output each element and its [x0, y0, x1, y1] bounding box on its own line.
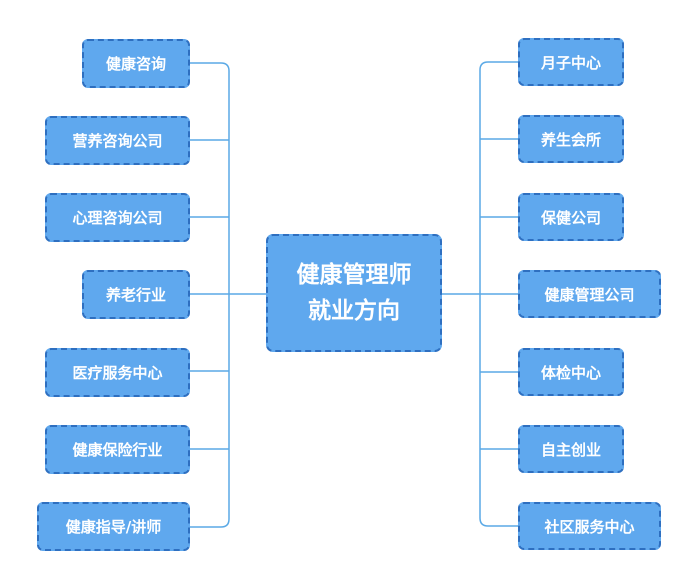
right-node-physical-exam-center: 体检中心 [518, 348, 624, 396]
right-node-health-products-company: 保健公司 [518, 193, 624, 241]
center-node-line1: 健康管理师 [296, 262, 412, 288]
center-node-line2: 就业方向 [308, 298, 400, 324]
left-node-elderly-care-industry: 养老行业 [82, 270, 190, 319]
right-node-health-management-company: 健康管理公司 [518, 270, 661, 318]
left-node-nutrition-consulting-company: 营养咨询公司 [45, 116, 190, 165]
left-node-medical-service-center: 医疗服务中心 [45, 348, 190, 397]
left-node-health-consulting: 健康咨询 [82, 39, 190, 88]
right-node-community-service-center: 社区服务中心 [518, 502, 661, 550]
right-node-postpartum-center: 月子中心 [518, 38, 624, 86]
right-node-self-employment: 自主创业 [518, 425, 624, 473]
left-node-health-guidance-lecturer: 健康指导/讲师 [37, 502, 190, 551]
left-node-psychology-consulting-company: 心理咨询公司 [45, 193, 190, 242]
right-node-wellness-club: 养生会所 [518, 115, 624, 163]
left-bracket-line [190, 62, 230, 528]
center-node: 健康管理师 就业方向 [266, 234, 442, 352]
left-node-health-insurance-industry: 健康保险行业 [45, 425, 190, 474]
